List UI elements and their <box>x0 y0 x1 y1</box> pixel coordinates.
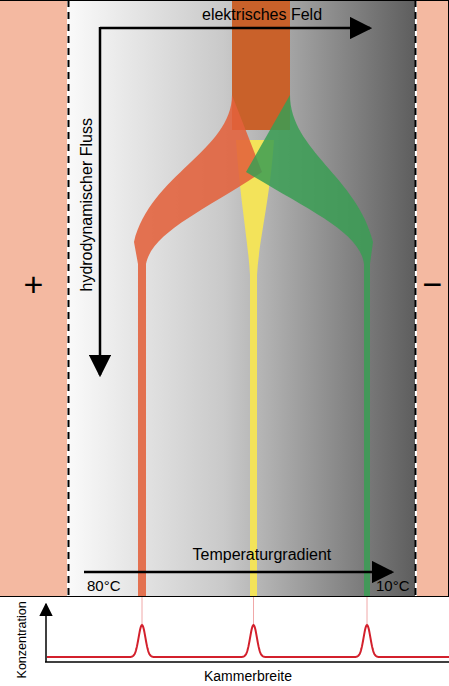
flow-label: hydrodynamischer Fluss <box>77 118 95 291</box>
x-axis <box>45 661 449 663</box>
field-label: elektrisches Feld <box>202 6 322 24</box>
axis-title: Kammerbreite <box>204 669 292 684</box>
temperature-value: 10°C <box>376 578 410 595</box>
temperature-arrow <box>84 571 392 574</box>
gradient-label: Temperaturgradient <box>193 546 332 564</box>
concentration-curve <box>47 625 449 657</box>
chamber-frame <box>1 1 449 597</box>
field-arrow <box>100 27 370 30</box>
chamber <box>68 0 415 596</box>
green-fraction <box>246 95 373 596</box>
temperature-value: 80°C <box>87 578 121 595</box>
electrode-sign: − <box>423 267 443 301</box>
yellow-fraction <box>236 140 274 596</box>
electrode-membrane <box>68 0 70 596</box>
red-fraction <box>134 95 262 596</box>
guide-line <box>253 597 254 624</box>
guide-line <box>142 597 143 624</box>
guide-line <box>367 597 368 624</box>
electrode-sign: + <box>24 267 44 301</box>
flow-arrow <box>99 27 102 375</box>
electrode: − <box>417 1 448 596</box>
y-axis <box>45 604 47 662</box>
axis-title: Konzentration <box>15 601 29 678</box>
electrode: + <box>0 1 67 596</box>
